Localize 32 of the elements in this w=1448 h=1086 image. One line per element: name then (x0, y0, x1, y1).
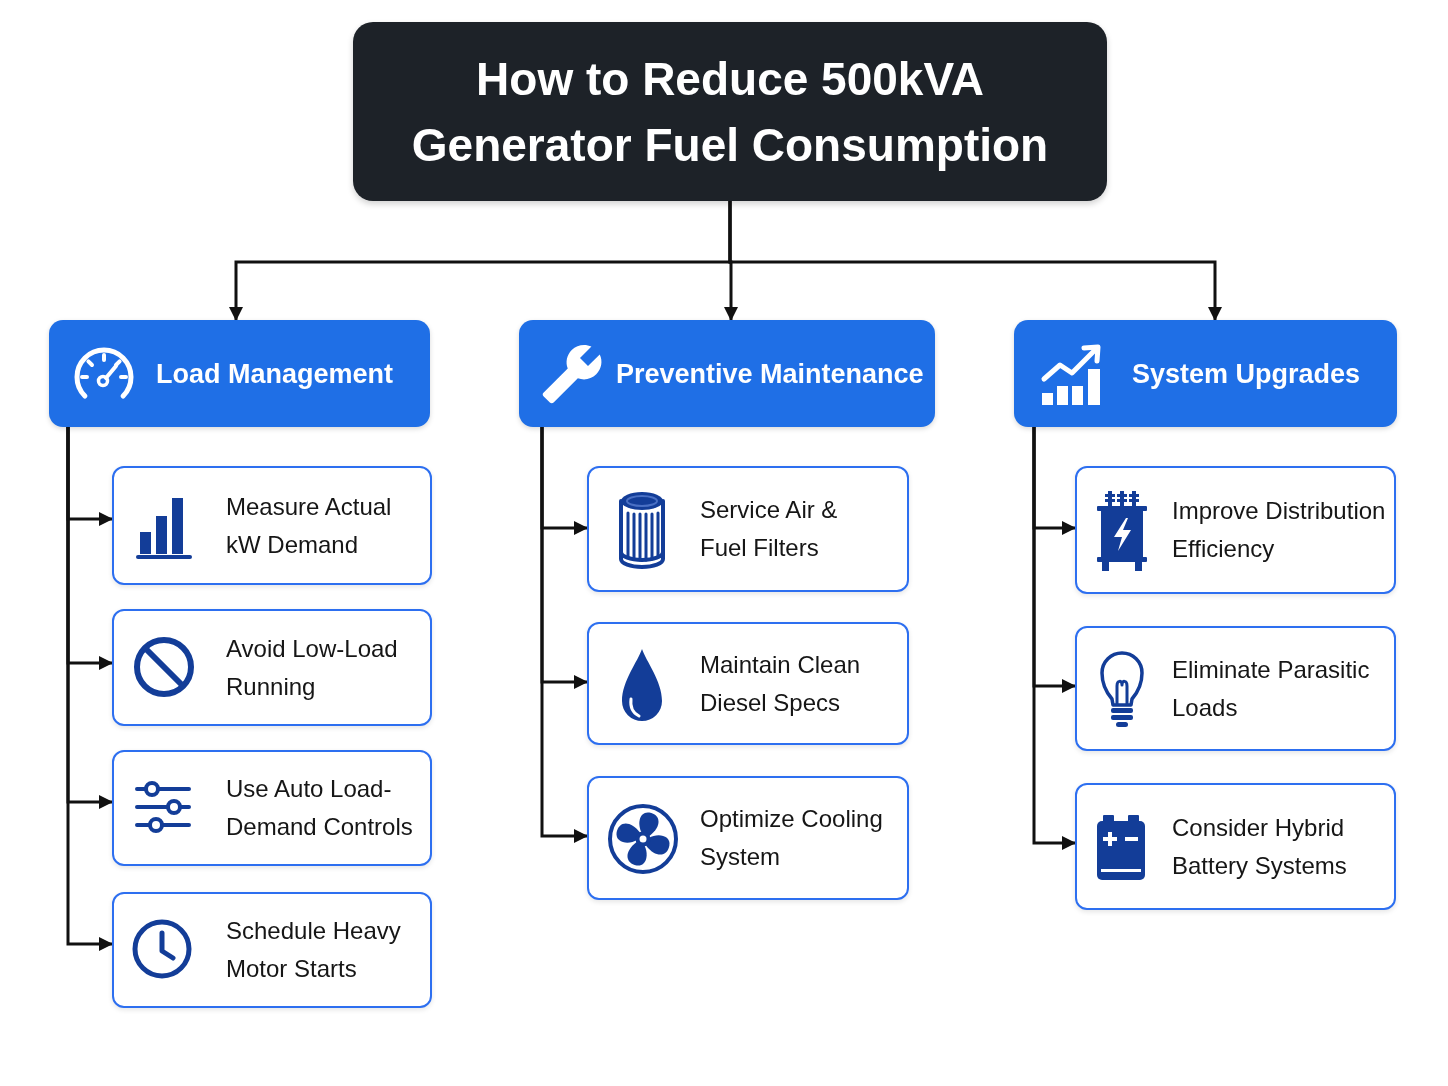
tip-card (1075, 466, 1396, 594)
card-text: Consider Hybrid Battery Systems (1172, 812, 1348, 881)
tip-card (587, 776, 909, 900)
card-text: Maintain Clean Diesel Specs (700, 649, 862, 718)
card-text: Eliminate Parasitic Loads (1172, 654, 1371, 723)
card-text: Service Air & Fuel Filters (700, 495, 839, 563)
header-text: Load Management (156, 357, 395, 391)
header-text: System Upgrades (1132, 357, 1362, 391)
header-text: Preventive Maintenance (616, 357, 925, 391)
connector-arrow (540, 427, 588, 843)
connector-arrow (728, 201, 1222, 321)
heading-text: How to Reduce 500kVA Generator Fuel Consumption (411, 51, 1049, 173)
card-text: Measure Actual kW Demand (226, 491, 393, 560)
tip-card (112, 466, 432, 585)
category-header (519, 320, 935, 427)
tip-card (112, 609, 432, 726)
card-text: Use Auto Load-Demand Controls (226, 774, 414, 842)
tip-card (1075, 626, 1396, 751)
tip-card (1075, 783, 1396, 910)
card-text: Optimize Cooling System (700, 804, 884, 872)
title-banner (353, 22, 1107, 201)
card-text: Improve Distribution Efficiency (1172, 496, 1387, 564)
connector-arrow (1032, 427, 1076, 850)
tip-card (587, 466, 909, 592)
tip-card (587, 622, 909, 745)
tip-card (112, 750, 432, 866)
card-text: Avoid Low-Load Running (226, 633, 399, 702)
tip-card (112, 892, 432, 1008)
card-text: Schedule Heavy Motor Starts (226, 916, 402, 984)
category-header (1014, 320, 1397, 427)
category-header (49, 320, 430, 427)
connector-arrow (66, 427, 113, 951)
